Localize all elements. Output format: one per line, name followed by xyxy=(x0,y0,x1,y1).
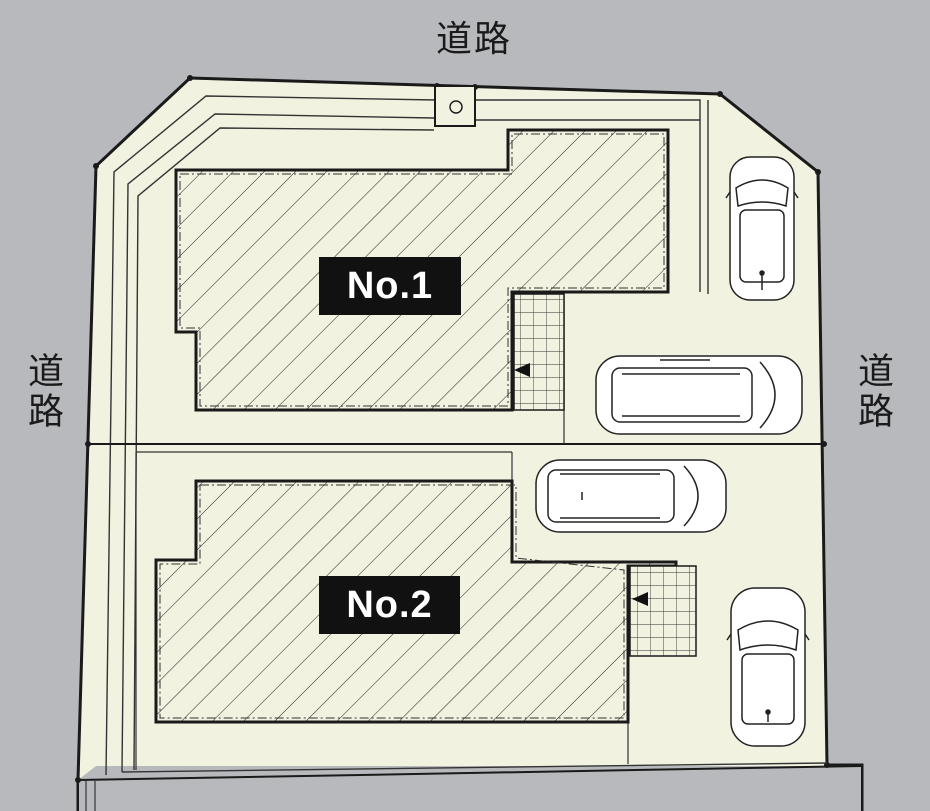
porch-tiles-no1 xyxy=(513,293,565,411)
lot-label-no2: No.2 xyxy=(319,576,460,634)
gate-post xyxy=(434,85,476,127)
car-4 xyxy=(726,587,810,747)
entrance-arrow-no2 xyxy=(632,592,648,606)
lot-label-no1: No.1 xyxy=(319,257,461,315)
car-3 xyxy=(535,459,727,533)
road-label-north: 道路 xyxy=(436,19,513,60)
car-2 xyxy=(595,355,803,435)
porch-tiles-no2 xyxy=(629,565,697,657)
road-label-east: 道路 xyxy=(852,352,893,432)
entrance-arrow-no1 xyxy=(514,363,530,377)
road-label-west: 道路 xyxy=(22,352,63,432)
car-1 xyxy=(725,156,799,301)
